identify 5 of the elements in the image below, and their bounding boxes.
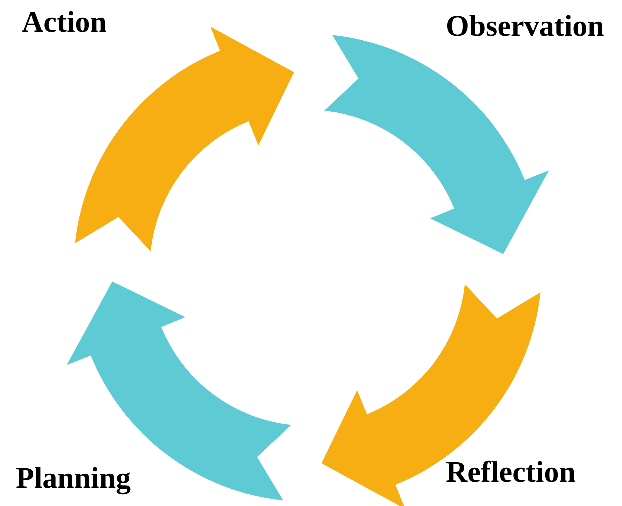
stage-label: Action	[22, 6, 107, 39]
stage-label: Reflection	[446, 456, 576, 489]
stage-label: Observation	[446, 10, 604, 43]
cycle-segment	[324, 35, 550, 254]
stage-label: Planning	[16, 462, 132, 495]
